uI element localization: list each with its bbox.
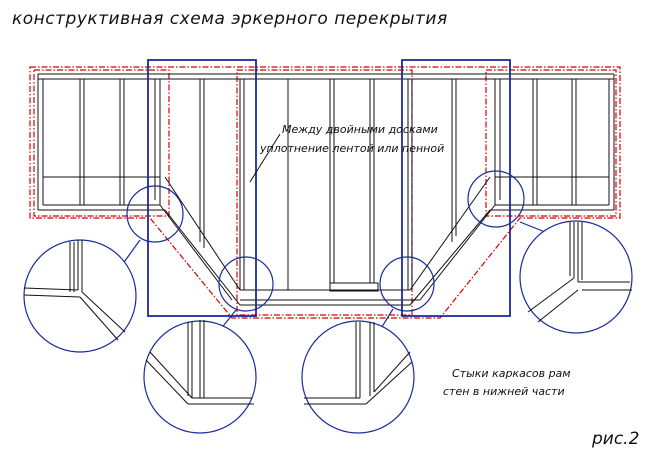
figure-label: рис.2 [591, 429, 639, 449]
note-leader [249, 133, 281, 183]
note-top-line-1: Между двойными досками [282, 123, 438, 136]
joint-circles [126, 170, 525, 312]
detail-circle-2 [143, 320, 257, 434]
note-top-line-2: уплотнение лентой или пенной [259, 142, 444, 155]
red-outline [29, 66, 621, 319]
note-bottom-line-2: стен в нижней части [443, 385, 565, 398]
detail-circle-1 [23, 239, 137, 353]
blue-wall-panels [147, 59, 511, 317]
detail-circle-3 [301, 320, 415, 434]
note-bottom-line-1: Стыки каркасов рам [452, 367, 571, 380]
diagram-title: конструктивная схема эркерного перекрыти… [12, 9, 448, 29]
detail-circle-4 [519, 220, 633, 334]
